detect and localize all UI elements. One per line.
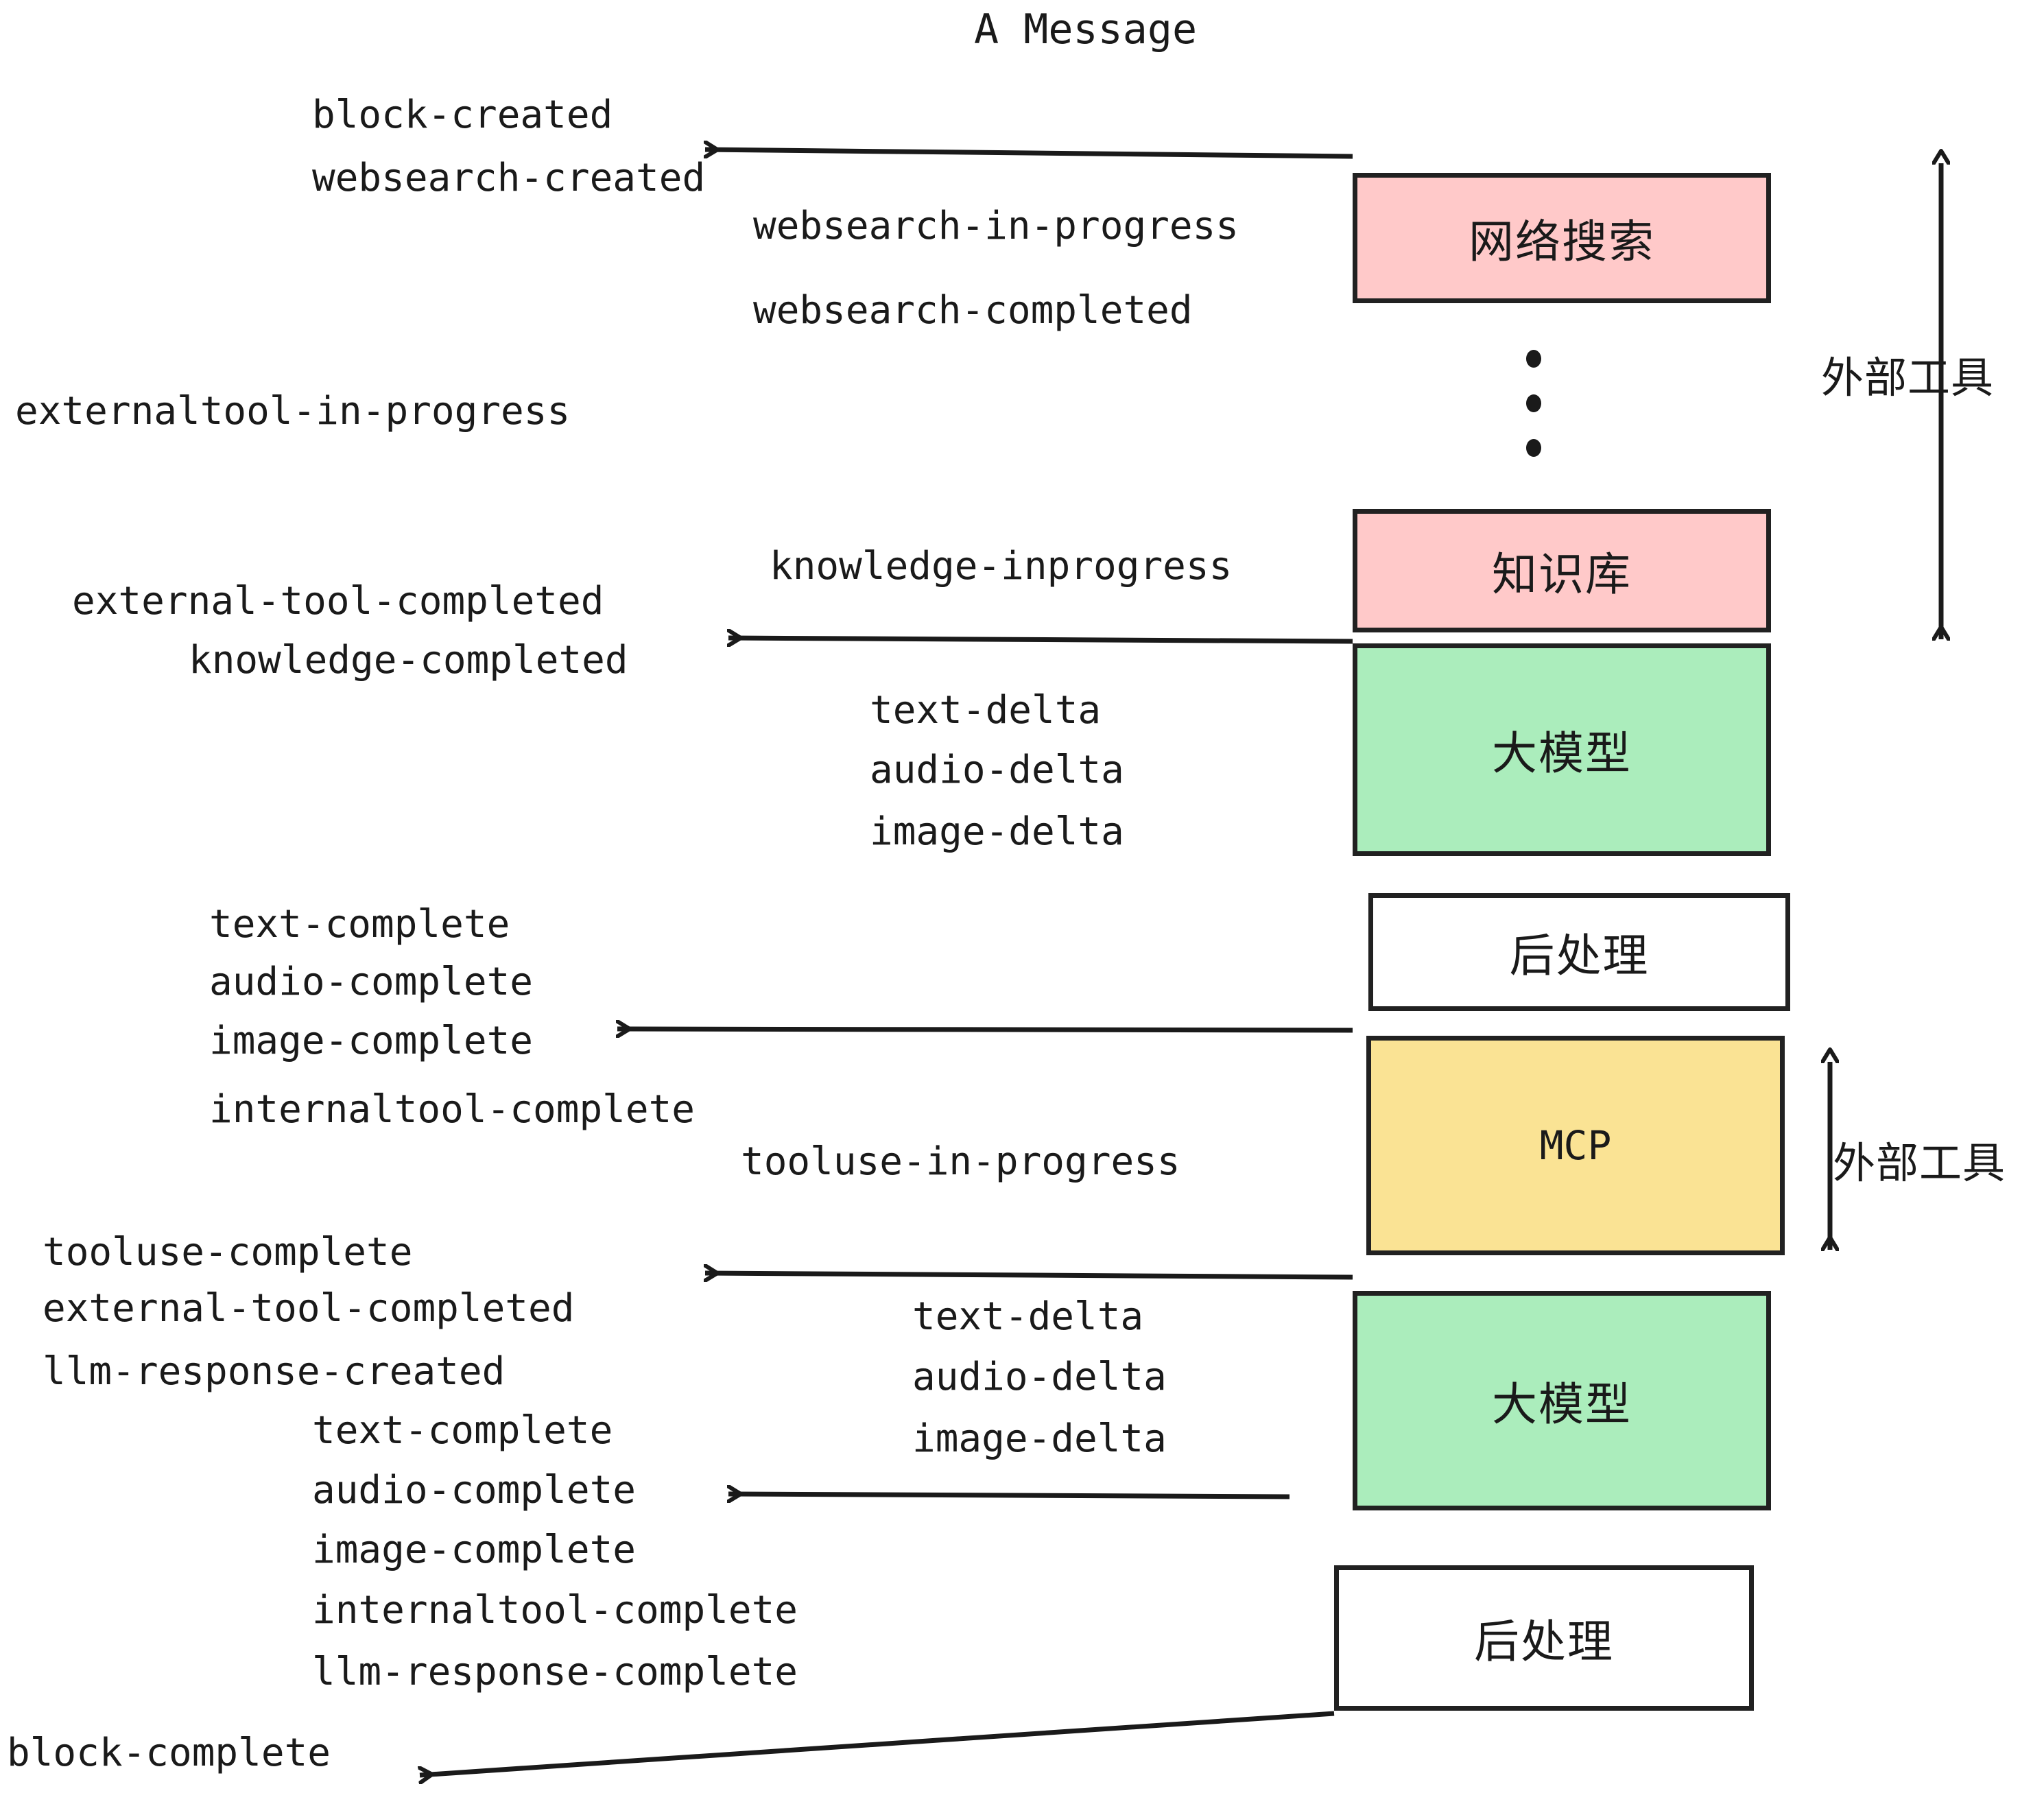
event-label: external-tool-completed <box>72 579 604 624</box>
event-label: internaltool-complete <box>312 1588 798 1633</box>
event-label: text-delta <box>870 688 1102 733</box>
event-label: block-complete <box>7 1731 331 1775</box>
event-label: knowledge-completed <box>189 638 628 683</box>
block-complete-arrow <box>420 1711 1335 1775</box>
postprocess-return-arrow <box>617 1029 1353 1030</box>
event-label: text-delta <box>912 1294 1144 1339</box>
llm-audio-return-arrow <box>728 1494 1290 1497</box>
component-box[interactable]: MCP <box>1366 1036 1785 1255</box>
component-box[interactable]: 大模型 <box>1353 643 1771 856</box>
event-label: tooluse-in-progress <box>741 1139 1180 1184</box>
event-label: knowledge-inprogress <box>770 544 1233 589</box>
event-label: llm-response-complete <box>312 1650 798 1694</box>
event-label: llm-response-created <box>43 1349 506 1394</box>
component-box[interactable]: 网络搜索 <box>1353 173 1771 303</box>
event-label: block-created <box>312 93 613 137</box>
event-label: image-complete <box>312 1528 637 1572</box>
event-label: image-delta <box>912 1416 1167 1461</box>
event-label: websearch-created <box>312 156 706 200</box>
event-label: text-complete <box>312 1408 613 1453</box>
page-title: A Message <box>974 5 1198 54</box>
event-label: audio-complete <box>312 1468 637 1512</box>
event-label: websearch-completed <box>753 288 1193 333</box>
websearch-return-arrow <box>705 150 1353 159</box>
ellipsis-dot-icon <box>1526 350 1541 368</box>
component-box[interactable]: 后处理 <box>1334 1565 1754 1711</box>
external-tool-range-label: 外部工具 <box>1833 1138 2006 1188</box>
event-label: websearch-in-progress <box>753 204 1239 248</box>
event-label: image-delta <box>870 809 1124 854</box>
mcp-return-arrow <box>705 1273 1353 1277</box>
event-label: audio-delta <box>870 748 1124 792</box>
event-label: tooluse-complete <box>43 1230 413 1274</box>
event-label: text-complete <box>209 902 510 947</box>
component-box[interactable]: 大模型 <box>1353 1291 1771 1510</box>
event-label: audio-complete <box>209 960 534 1004</box>
event-label: audio-delta <box>912 1355 1167 1399</box>
external-tool-range-label: 外部工具 <box>1821 353 1995 403</box>
knowledge-return-arrow <box>728 638 1353 641</box>
event-label: internaltool-complete <box>209 1087 696 1132</box>
event-label: external-tool-completed <box>43 1286 575 1331</box>
component-box[interactable]: 知识库 <box>1353 509 1771 632</box>
event-label: externaltool-in-progress <box>15 389 571 434</box>
component-box[interactable]: 后处理 <box>1368 893 1790 1011</box>
ellipsis-dot-icon <box>1526 439 1541 457</box>
ellipsis-dot-icon <box>1526 394 1541 412</box>
event-label: image-complete <box>209 1019 534 1063</box>
